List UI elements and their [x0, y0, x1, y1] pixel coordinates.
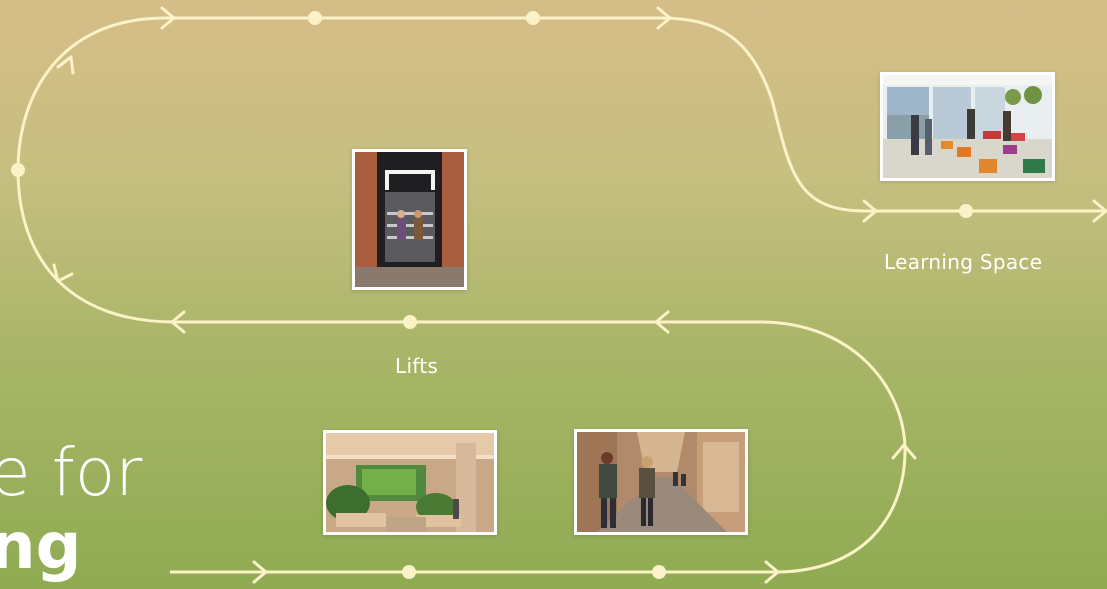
route-line: [16, 16, 1107, 574]
arrow-right-icon: [160, 6, 176, 30]
arrow-up-icon: [891, 443, 917, 460]
arrow-up-icon: [56, 55, 75, 75]
path-dot: [11, 163, 25, 177]
corridor-photo: [574, 429, 748, 535]
arrow-right-icon: [764, 560, 780, 584]
lifts-photo: [352, 149, 467, 290]
arrow-left-icon: [170, 310, 186, 334]
lifts-label: Lifts: [395, 354, 439, 378]
path-dot: [403, 315, 417, 329]
arrow-down-icon: [52, 263, 74, 283]
arrow-right-icon: [862, 199, 878, 223]
garden-walkway-photo: [323, 430, 497, 535]
arrow-right-icon: [252, 560, 268, 584]
learning-space-photo: [880, 72, 1055, 181]
arrow-left-icon: [654, 310, 670, 334]
path-dot: [959, 204, 973, 218]
path-dot: [402, 565, 416, 579]
learning-space-label: Learning Space: [884, 250, 1043, 274]
path-dot: [652, 565, 666, 579]
arrow-right-icon: [1092, 199, 1107, 223]
arrow-right-icon: [656, 6, 672, 30]
path-dot: [526, 11, 540, 25]
path-dot: [308, 11, 322, 25]
headline-line-1: e for: [0, 434, 143, 511]
headline-line-2: ng: [0, 510, 82, 584]
